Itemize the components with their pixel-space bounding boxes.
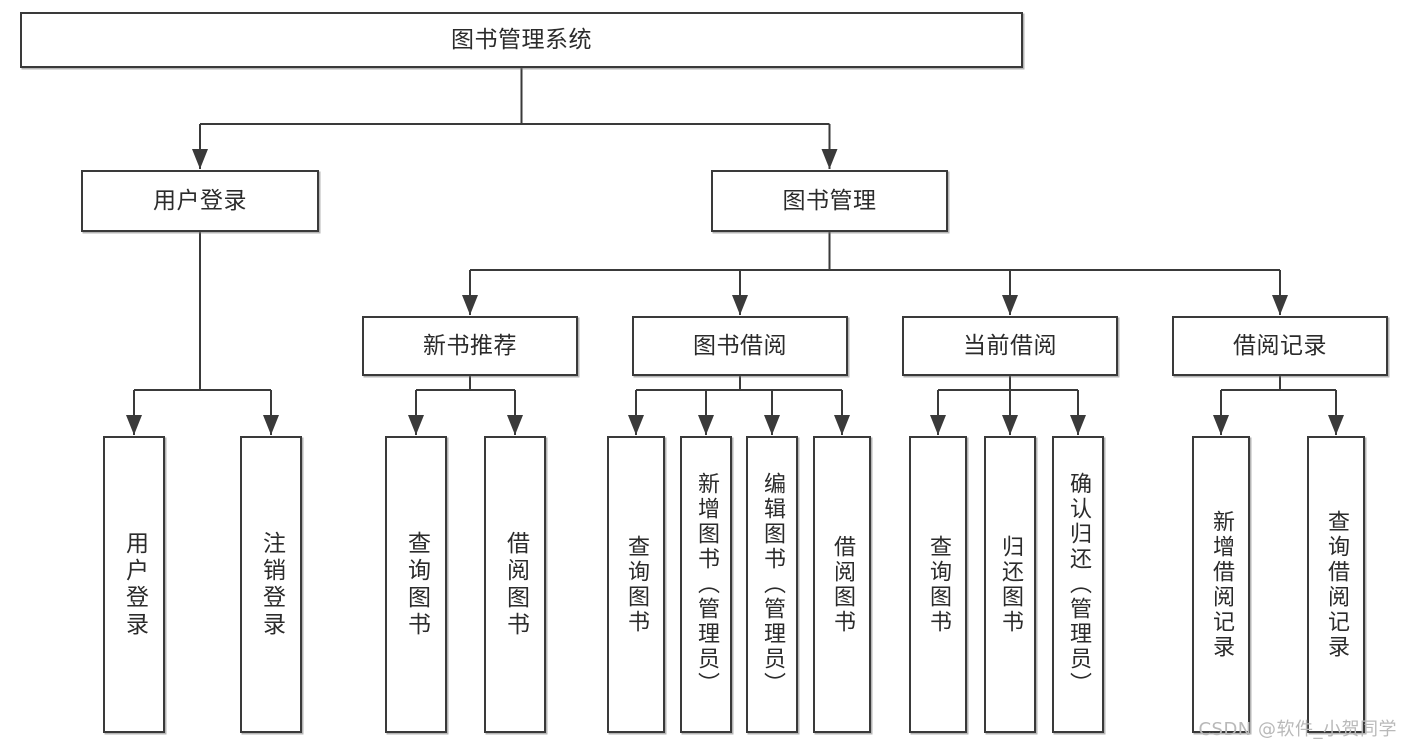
node-l4[interactable]: 借阅图书 [484,436,546,733]
node-label: 借阅图书 [502,530,529,639]
node-label: 图书借阅 [693,332,787,359]
node-l6[interactable]: 新增图书（管理员） [680,436,732,733]
node-label: 查询借阅记录 [1324,509,1349,660]
watermark: CSDN @软件_小贺同学 [1198,719,1397,740]
node-l2[interactable]: 注销登录 [240,436,302,733]
node-label: 注销登录 [258,530,285,639]
node-l13[interactable]: 查询借阅记录 [1307,436,1365,733]
node-root[interactable]: 图书管理系统 [20,12,1023,68]
node-label: 新增图书（管理员） [694,472,719,697]
node-l8[interactable]: 借阅图书 [813,436,871,733]
node-bookmgmt[interactable]: 图书管理 [711,170,948,232]
node-current[interactable]: 当前借阅 [902,316,1118,376]
node-label: 用户登录 [153,187,247,214]
node-label: 图书管理系统 [451,26,592,53]
node-label: 新书推荐 [423,332,517,359]
node-label: 借阅图书 [830,534,855,635]
node-label: 查询图书 [926,534,951,635]
node-l9[interactable]: 查询图书 [909,436,967,733]
node-label: 编辑图书（管理员） [760,472,785,697]
node-login[interactable]: 用户登录 [81,170,319,232]
node-l1[interactable]: 用户登录 [103,436,165,733]
node-label: 确认归还（管理员） [1066,472,1091,697]
node-newbook[interactable]: 新书推荐 [362,316,578,376]
node-label: 图书管理 [782,187,877,214]
node-l11[interactable]: 确认归还（管理员） [1052,436,1104,733]
node-label: 查询图书 [403,530,430,639]
node-l10[interactable]: 归还图书 [984,436,1036,733]
node-label: 查询图书 [624,534,649,635]
node-label: 归还图书 [998,534,1023,635]
node-label: 当前借阅 [963,332,1057,359]
node-l5[interactable]: 查询图书 [607,436,665,733]
node-l3[interactable]: 查询图书 [385,436,447,733]
node-label: 借阅记录 [1233,332,1327,359]
node-label: 新增借阅记录 [1209,509,1234,660]
node-l7[interactable]: 编辑图书（管理员） [746,436,798,733]
node-borrow[interactable]: 图书借阅 [632,316,848,376]
node-l12[interactable]: 新增借阅记录 [1192,436,1250,733]
node-records[interactable]: 借阅记录 [1172,316,1388,376]
node-label: 用户登录 [121,530,148,639]
